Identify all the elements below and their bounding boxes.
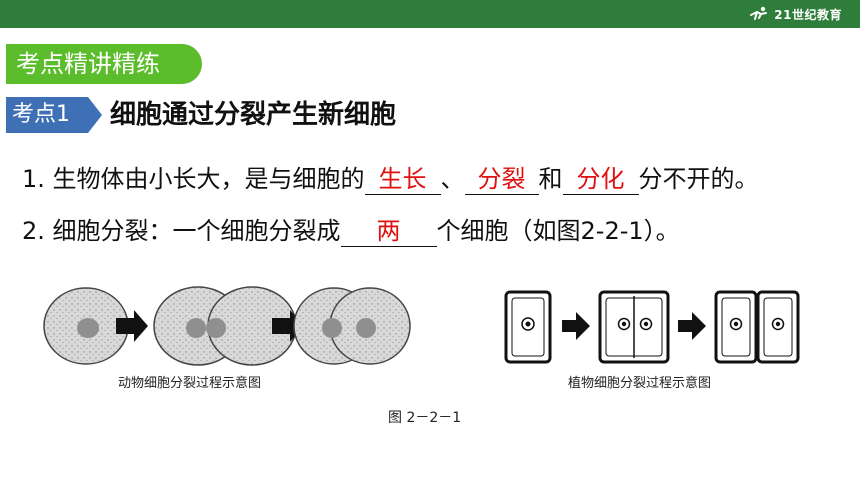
answer-blank-4: 两 <box>340 216 437 247</box>
top-bar: 21世纪教育 <box>0 0 860 28</box>
plant-cell-dividing <box>598 290 670 364</box>
animal-cell-daughters <box>293 287 411 365</box>
point-tag: 考点1 <box>6 97 102 133</box>
plant-caption: 植物细胞分裂过程示意图 <box>568 376 712 391</box>
statement-1-prefix: 1. 生物体由小长大，是与细胞的 <box>22 165 365 193</box>
statement-2: 2. 细胞分裂：一个细胞分裂成两个细胞（如图2-2-1）。 <box>22 214 680 248</box>
arrow-right-icon <box>562 312 590 340</box>
statement-2-prefix: 2. 细胞分裂：一个细胞分裂成 <box>22 217 341 245</box>
statement-1-sep1: 、 <box>440 165 465 193</box>
arrow-right-icon <box>116 310 148 342</box>
statement-1: 1. 生物体由小长大，是与细胞的生长、分裂和分化分不开的。 <box>22 162 759 196</box>
answer-blank-1: 生长 <box>364 164 441 195</box>
runner-logo-icon <box>750 6 768 20</box>
statement-2-suffix: 个细胞（如图2-2-1）。 <box>436 217 680 245</box>
point-tag-label: 考点1 <box>6 97 102 133</box>
plant-cell-1 <box>504 290 552 364</box>
logo: 21世纪教育 <box>748 4 842 24</box>
plant-cell-daughters <box>714 290 800 364</box>
statement-1-suffix: 分不开的。 <box>638 165 759 193</box>
answer-blank-2: 分裂 <box>464 164 539 195</box>
cell-division-figure <box>43 286 800 366</box>
statement-1-sep2: 和 <box>538 165 563 193</box>
arrow-right-icon <box>678 312 706 340</box>
section-banner: 考点精讲精练 <box>6 44 202 84</box>
animal-caption: 动物细胞分裂过程示意图 <box>118 376 262 391</box>
animal-cell-dividing <box>153 286 297 366</box>
point-heading: 细胞通过分裂产生新细胞 <box>110 100 397 130</box>
figure-label: 图 2－2－1 <box>388 410 462 426</box>
answer-blank-3: 分化 <box>562 164 639 195</box>
animal-cell-1 <box>43 287 129 365</box>
logo-text: 21世纪教育 <box>774 7 842 22</box>
